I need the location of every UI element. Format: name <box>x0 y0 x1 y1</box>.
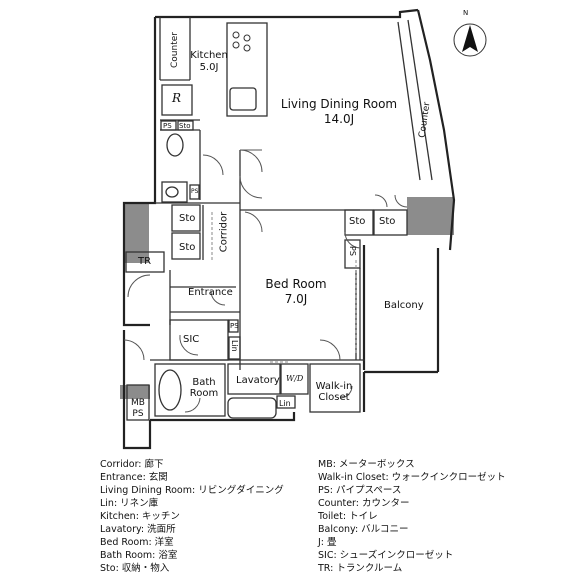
north-label: N <box>463 9 469 17</box>
legend-right-5: Balcony: バルコニー <box>318 524 409 535</box>
sto-label-3: Sto <box>349 216 366 227</box>
outer-walls <box>122 8 456 450</box>
legend-right-6: J: 畳 <box>318 537 337 548</box>
legend-right-4: Toilet: トイレ <box>318 511 378 522</box>
legend-left-6: Bed Room: 洋室 <box>100 537 174 548</box>
walkin-closet-label-2: Closet <box>318 392 350 403</box>
sto-label-kitchen: Sto <box>179 122 191 130</box>
bath-room-label-1: Bath <box>192 377 216 388</box>
legend-left-1: Entrance: 玄関 <box>100 472 168 483</box>
living-dining-room-size: 14.0J <box>323 112 355 126</box>
ps-label-kitchen: PS <box>163 122 172 130</box>
sto-label-1: Sto <box>179 213 196 224</box>
legend-left-5: Lavatory: 洗面所 <box>100 524 176 535</box>
bath-room-label-2: Room <box>189 388 219 399</box>
wd-label: W/D <box>286 374 304 383</box>
sic-label: SIC <box>183 334 200 345</box>
sto-label-2: Sto <box>179 242 196 253</box>
sliding-doors <box>211 212 357 363</box>
mbps-ps-label: PS <box>132 409 144 419</box>
structural-walls <box>120 197 454 399</box>
legend-left-7: Bath Room: 浴室 <box>100 550 178 561</box>
bedroom-size: 7.0J <box>284 292 308 306</box>
tr-label: TR <box>138 256 152 267</box>
balcony-label: Balcony <box>384 300 424 311</box>
legend-left-4: Kitchen: キッチン <box>100 511 180 522</box>
legend-right-8: TR: トランクルーム <box>318 563 403 574</box>
legend-right-3: Counter: カウンター <box>318 498 410 509</box>
entrance-label: Entrance <box>188 287 233 298</box>
stove-icon <box>232 31 251 52</box>
fridge-label: R <box>172 91 182 105</box>
legend-left-8: Sto: 収納・物入 <box>100 563 170 574</box>
lin-label-lavatory: Lin <box>279 399 291 408</box>
lavatory-label: Lavatory <box>236 375 280 386</box>
legend-right-1: Walk-in Closet: ウォークインクローゼット <box>318 472 506 483</box>
north-arrow-icon <box>453 23 487 57</box>
legend-left-3: Lin: リネン庫 <box>100 498 159 509</box>
walkin-closet-label-1: Walk-in <box>315 381 353 392</box>
sto-label-4: Sto <box>379 216 396 227</box>
lin-label-sic: Lin <box>230 340 239 352</box>
kitchen-name: Kitchen <box>190 50 228 61</box>
door-swings <box>123 149 408 413</box>
living-dining-room-name: Living Dining Room <box>280 97 398 111</box>
legend-right-7: SIC: シューズインクローゼット <box>318 550 454 561</box>
bedroom-name: Bed Room <box>265 277 327 291</box>
ps-label-toilet: PS <box>191 188 199 195</box>
legend-right-0: MB: メーターボックス <box>318 459 415 470</box>
interior-walls <box>125 17 433 421</box>
mb-label: MB <box>131 398 145 408</box>
legend-left-2: Living Dining Room: リビングダイニング <box>100 485 284 496</box>
ps-label-bedroom: PS <box>348 246 357 256</box>
ps-label-sic: PS <box>230 322 239 330</box>
legend-right-2: PS: パイプスペース <box>318 485 402 496</box>
kitchen-size: 5.0J <box>199 62 219 73</box>
legend-left-0: Corridor: 廊下 <box>100 459 164 470</box>
